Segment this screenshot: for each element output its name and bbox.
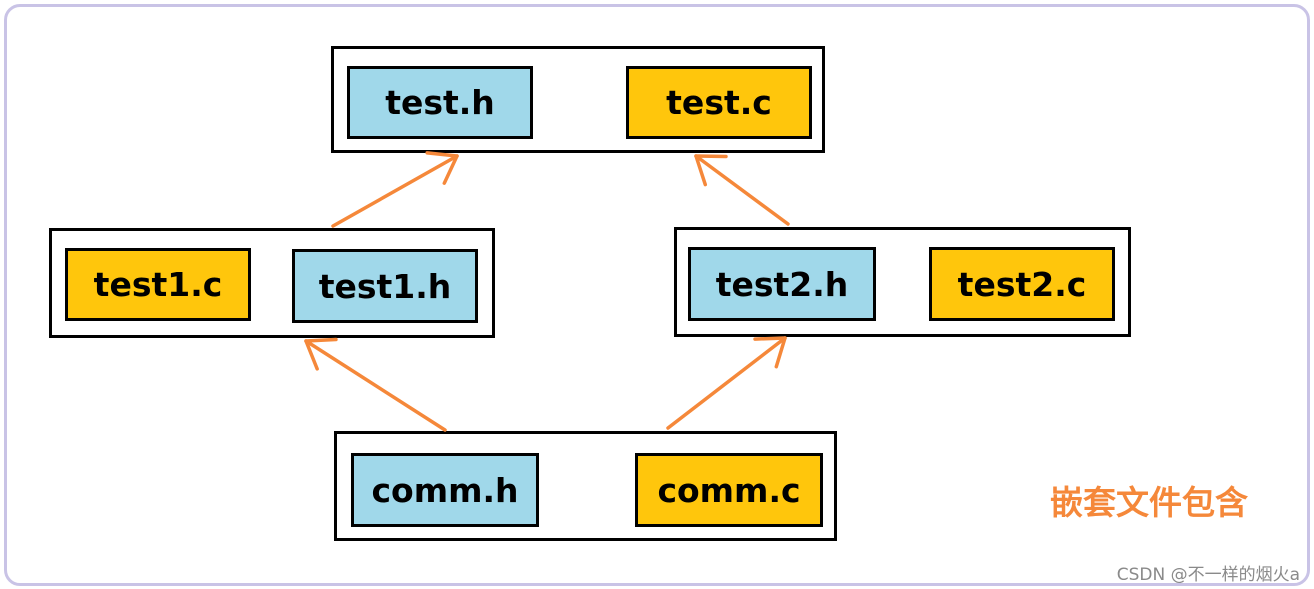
watermark: CSDN @不一样的烟火a	[1116, 565, 1300, 585]
file-comm-c: comm.c	[635, 453, 823, 527]
file-comm-h: comm.h	[351, 453, 539, 527]
group-bottom: comm.h comm.c	[334, 431, 837, 541]
group-right: test2.h test2.c	[674, 227, 1131, 337]
file-test1-h: test1.h	[292, 249, 478, 323]
file-label: test.c	[666, 83, 772, 122]
group-top: test.h test.c	[331, 46, 825, 153]
file-label: test2.h	[715, 264, 849, 304]
file-label: comm.c	[657, 470, 801, 510]
file-label: test2.c	[957, 264, 1087, 304]
diagram-caption: 嵌套文件包含	[1050, 483, 1248, 522]
file-test2-c: test2.c	[929, 247, 1115, 321]
group-left: test1.c test1.h	[49, 228, 495, 338]
file-label: test1.c	[93, 265, 223, 304]
file-test1-c: test1.c	[65, 248, 251, 321]
file-label: test.h	[385, 83, 495, 122]
file-label: test1.h	[318, 266, 452, 306]
file-test-h: test.h	[347, 66, 533, 139]
file-label: comm.h	[371, 470, 519, 510]
file-test-c: test.c	[626, 66, 812, 139]
file-test2-h: test2.h	[688, 247, 876, 321]
